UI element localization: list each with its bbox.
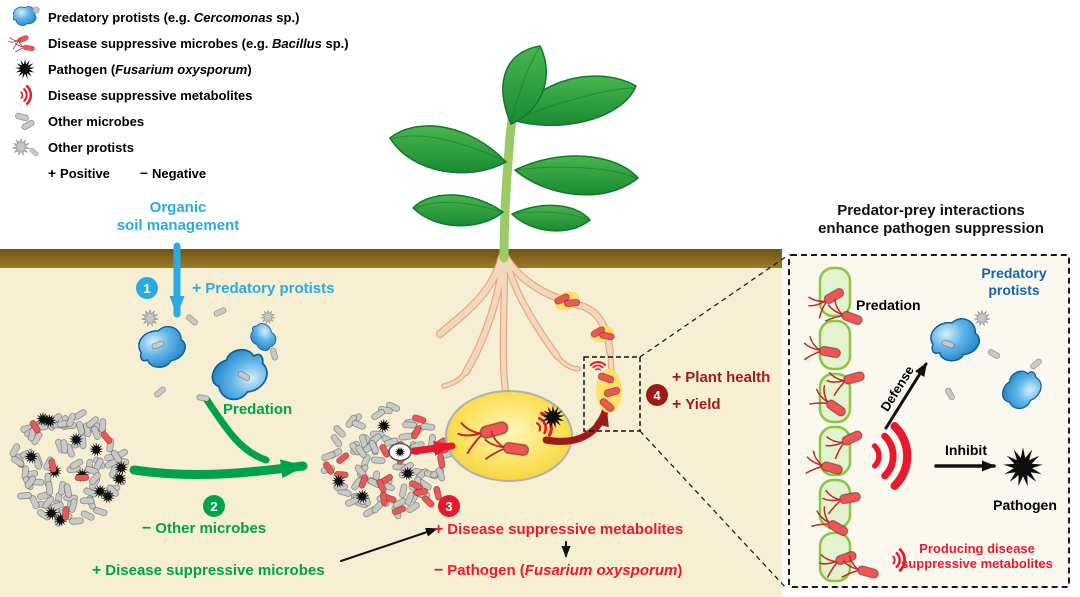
pathogen-icon (8, 56, 42, 82)
step-4-badge: 4 (646, 384, 668, 406)
minus-sign: − (434, 562, 444, 579)
negative-legend: −Negative (139, 165, 207, 181)
legend-row-suppressive-microbes: Disease suppressive microbes (e.g. Bacil… (8, 30, 349, 56)
label-suppressive-microbes: +Disease suppressive microbes (92, 562, 325, 579)
flow-arrows (129, 242, 571, 562)
legend-label: Pathogen (Fusarium oxysporum) (48, 61, 252, 77)
plus-sign: + (192, 280, 202, 297)
legend-label: Predatory protists (e.g. Cercomonas sp.) (48, 9, 300, 25)
metabolites-icon (8, 82, 42, 108)
minus-sign: − (142, 520, 152, 537)
label-other-microbes: −Other microbes (142, 520, 267, 537)
positive-legend: +Positive (48, 165, 110, 181)
legend-row-other-microbes: Other microbes (8, 108, 349, 134)
community-after (319, 400, 454, 521)
plus-sign: + (672, 396, 682, 413)
label-yield: +Yield (672, 396, 721, 413)
zoom-region (583, 255, 788, 590)
step-1-badge: 1 (136, 277, 158, 299)
plus-sign: + (672, 369, 682, 386)
plus-sign: + (434, 521, 444, 538)
community-before (8, 408, 130, 527)
other-protist-icon (8, 134, 42, 160)
inset-label-pathogen: Pathogen (993, 497, 1057, 513)
legend-row-other-protists: Other protists (8, 134, 349, 160)
legend: Predatory protists (e.g. Cercomonas sp.)… (8, 4, 349, 186)
inset-label-inhibit: Inhibit (945, 442, 987, 458)
predatory-protist-icon (8, 4, 42, 30)
legend-label: Disease suppressive microbes (e.g. Bacil… (48, 35, 349, 51)
plus-sign: + (92, 562, 102, 579)
label-pathogen-suppressed: −Pathogen (Fusarium oxysporum) (434, 562, 683, 579)
legend-label: Other protists (48, 139, 134, 155)
protist-cluster (134, 306, 280, 407)
label-predatory-protists: +Predatory protists (192, 280, 335, 297)
soil-surface-band (0, 249, 782, 268)
suppressive-microbe-icon (8, 30, 42, 56)
plus-sign: + (48, 165, 57, 181)
label-suppressive-metabolites: +Disease suppressive metabolites (434, 521, 684, 538)
legend-label: Disease suppressive metabolites (48, 87, 253, 103)
suppression-site (410, 390, 610, 482)
other-microbe-icon (8, 108, 42, 134)
legend-label: Other microbes (48, 113, 145, 129)
inset-label-predation: Predation (856, 297, 921, 313)
legend-row-signs: +Positive −Negative (8, 160, 349, 186)
label-plant-health: +Plant health (672, 369, 771, 386)
step-3-badge: 3 (438, 495, 460, 517)
legend-row-metabolites: Disease suppressive metabolites (8, 82, 349, 108)
label-predation: Predation (223, 401, 293, 418)
step-2-badge: 2 (203, 495, 225, 517)
plant (389, 45, 640, 263)
soil-background (0, 268, 782, 597)
plant-roots (435, 252, 616, 414)
legend-row-predatory-protists: Predatory protists (e.g. Cercomonas sp.) (8, 4, 349, 30)
minus-sign: − (139, 165, 148, 181)
legend-row-pathogen: Pathogen (Fusarium oxysporum) (8, 56, 349, 82)
inset-graphics (800, 266, 1048, 588)
